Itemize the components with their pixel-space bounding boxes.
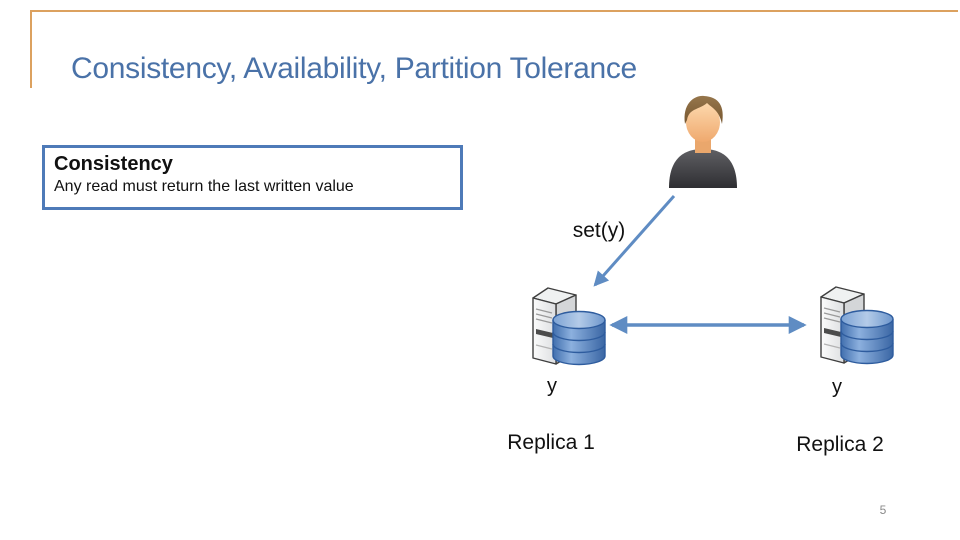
server-database-icon: [532, 287, 606, 366]
person-icon: [669, 95, 737, 188]
operation-label: set(y): [572, 219, 626, 242]
slide-title: Consistency, Availability, Partition Tol…: [71, 52, 637, 85]
replica-value: y: [547, 375, 557, 397]
page-number: 5: [879, 503, 887, 517]
replica-name: Replica 2: [796, 433, 884, 456]
definition-box: Consistency Any read must return the las…: [42, 145, 463, 210]
server-database-icon: [820, 286, 894, 365]
definition-text: Any read must return the last written va…: [54, 178, 354, 195]
left-accent-line: [30, 10, 32, 88]
definition-term: Consistency: [54, 153, 173, 175]
replica-name: Replica 1: [507, 431, 595, 454]
replica-value: y: [832, 376, 842, 398]
top-accent-line: [30, 10, 958, 12]
